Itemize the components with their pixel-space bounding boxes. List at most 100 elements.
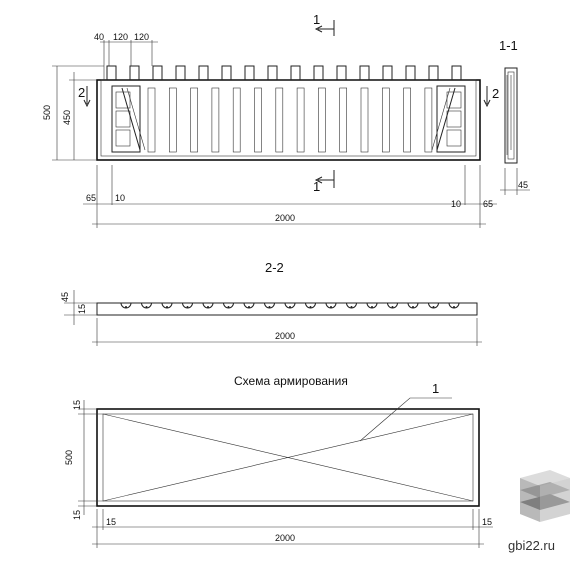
dim-120-a: 120: [113, 32, 128, 42]
dim-10-left: 10: [115, 193, 125, 203]
rib: [211, 87, 220, 153]
plan-hole-center: [145, 306, 148, 308]
callout-leader: [359, 397, 452, 442]
section-2-marker-left: 2: [78, 85, 91, 108]
dim-45-side: 45: [518, 180, 528, 190]
svg-text:1: 1: [313, 179, 320, 194]
dim-65-right: 65: [483, 199, 493, 209]
plan-hole-center: [371, 306, 373, 308]
rib: [296, 87, 305, 153]
rib: [424, 87, 433, 153]
section-2-2: 2-2 45 15 2000: [60, 260, 482, 346]
plan-hole-center: [453, 306, 455, 308]
top-tooth: [221, 65, 232, 81]
left-dimension-chain: 500 450: [42, 65, 104, 161]
top-tooth: [106, 65, 117, 81]
watermark-logo: [520, 470, 570, 522]
plan-hole-center: [248, 306, 250, 308]
watermark-text: gbi22.ru: [508, 538, 555, 553]
plan-hole-center: [309, 306, 312, 308]
reinforcement-mesh: [102, 413, 474, 502]
slab-inner-outline: [100, 79, 477, 157]
svg-text:2: 2: [492, 86, 499, 101]
top-tooth: [198, 65, 209, 81]
top-tooth: [267, 65, 278, 81]
dim-40: 40: [94, 32, 104, 42]
svg-text:1: 1: [313, 12, 320, 27]
plan-hole-center: [289, 306, 291, 308]
top-tooth: [359, 65, 370, 81]
side-profile: [504, 67, 518, 164]
rebar-diagonal-2: [102, 413, 474, 502]
section-1-1-title: 1-1: [499, 38, 518, 53]
rib: [147, 87, 156, 153]
plan-hole-center: [432, 306, 435, 308]
dim-65-left: 65: [86, 193, 96, 203]
rib: [232, 87, 241, 153]
rib: [254, 87, 262, 153]
section-2-2-title: 2-2: [265, 260, 284, 275]
dim-10-right: 10: [451, 199, 461, 209]
plan-hole-center: [391, 306, 394, 308]
rib: [381, 87, 390, 153]
slab-outline: [96, 79, 481, 161]
dim-120-b: 120: [134, 32, 149, 42]
plan-hole-center: [227, 306, 230, 308]
plan-strip: [96, 302, 478, 316]
plan-hole-center: [412, 306, 414, 308]
left-end-frame: [111, 85, 146, 153]
plan-hole-center: [125, 306, 127, 308]
dim-2000-reinf: 2000: [275, 533, 295, 543]
plan-hole-center: [350, 306, 353, 308]
rib: [403, 87, 411, 153]
top-tooth: [336, 65, 347, 81]
top-tooth: [428, 65, 439, 81]
bottom-dimension-chain: 65 10 10 65 2000 45: [83, 165, 530, 228]
top-tooth: [244, 65, 255, 81]
top-tooth: [405, 65, 416, 81]
plan-hole-center: [268, 306, 271, 308]
top-teeth: [106, 65, 462, 81]
dim-500: 500: [42, 105, 52, 120]
section-1-cut-top: 1: [313, 12, 335, 36]
dim-450: 450: [62, 110, 72, 125]
right-end-frame: [431, 85, 466, 153]
dim-15-bottom: 15: [72, 510, 82, 520]
top-tooth: [152, 65, 163, 81]
plan-hole-center: [186, 306, 189, 308]
dim-500-reinf: 500: [64, 450, 74, 465]
top-tooth: [451, 65, 462, 81]
top-tooth: [382, 65, 393, 81]
top-tooth: [129, 65, 140, 81]
reinforcement-scheme: Схема армирования 1 15 500 15 15 15 2000: [64, 374, 493, 548]
reinforcement-title: Схема армирования: [234, 374, 348, 388]
rib: [275, 87, 284, 153]
dim-15-top: 15: [72, 400, 82, 410]
dim-45-plan: 45: [60, 292, 70, 302]
top-tooth: [175, 65, 186, 81]
section-1-cut-bottom: 1: [313, 170, 335, 194]
plan-hole-center: [166, 306, 168, 308]
reinforcement-outline: [96, 408, 480, 507]
rib: [360, 87, 369, 153]
top-dimension-chain: 40 120 120: [94, 32, 158, 80]
dim-15-left: 15: [106, 517, 116, 527]
front-view: 40 120 120 500 450 2 2: [42, 12, 530, 228]
rib: [190, 87, 198, 153]
vertical-ribs: [147, 87, 433, 153]
top-tooth: [313, 65, 324, 81]
dim-15-plan: 15: [77, 304, 87, 314]
rib: [169, 87, 177, 153]
top-tooth: [290, 65, 301, 81]
svg-text:2: 2: [78, 85, 85, 100]
dim-15-right: 15: [482, 517, 492, 527]
rib: [339, 87, 348, 153]
logo-layer-top-icon: [520, 470, 570, 486]
rib: [318, 87, 326, 153]
callout-1: 1: [432, 381, 439, 396]
plan-holes: [120, 302, 460, 309]
section-2-marker-right: 2: [483, 86, 499, 108]
dim-2000-plan: 2000: [275, 331, 295, 341]
plan-hole-center: [207, 306, 209, 308]
